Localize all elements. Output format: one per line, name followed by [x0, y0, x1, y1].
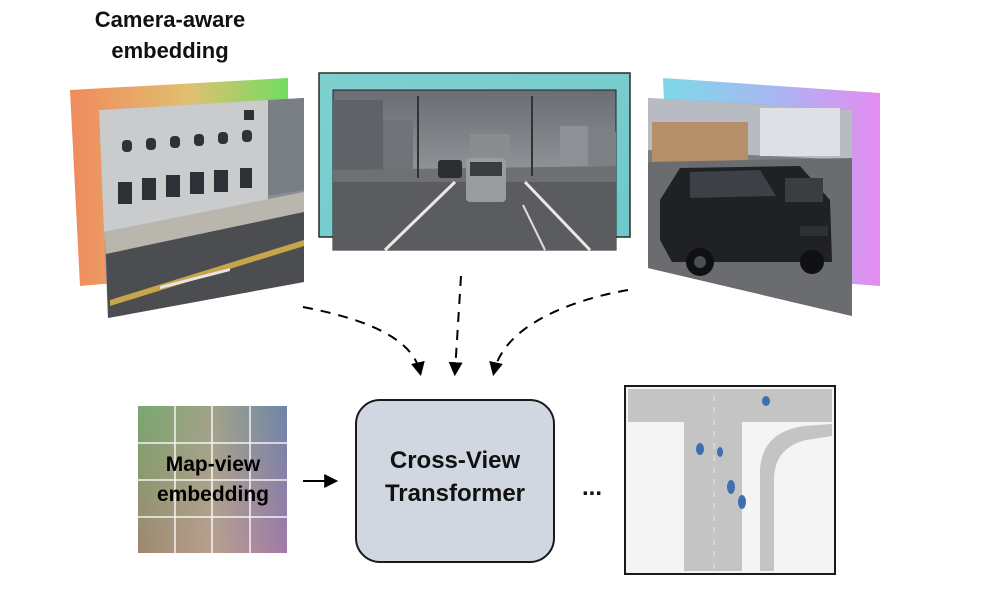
center-camera-image [332, 89, 617, 252]
left-dashed-arrow [302, 306, 425, 377]
map-view-label-line1: Map-view [165, 453, 261, 476]
map-view-embedding-label: Map-view embedding [138, 450, 288, 510]
bev-vehicles [696, 396, 770, 509]
right-camera-image [648, 98, 852, 316]
map-view-embedding [138, 406, 287, 553]
map-view-grid-lines [138, 406, 287, 553]
right-camera-view [648, 78, 880, 316]
ellipsis: ... [581, 474, 602, 501]
center-camera-view [318, 72, 631, 252]
map-view-label-line2: embedding [156, 483, 269, 506]
cross-view-transformer-block [355, 399, 555, 563]
camera-aware-embedding-title: Camera-aware embedding [70, 4, 270, 66]
bev-output-map [624, 385, 836, 575]
left-camera-view [70, 78, 304, 318]
camera-aware-title-line2: embedding [111, 38, 229, 63]
center-dashed-arrow [448, 275, 463, 377]
camera-aware-title-line1: Camera-aware [94, 7, 246, 32]
right-dashed-arrow [489, 289, 629, 377]
transformer-label-line2: Transformer [384, 480, 526, 507]
left-camera-image [99, 98, 304, 318]
transformer-label-line1: Cross-View [389, 447, 521, 474]
cross-view-transformer-label: Cross-View Transformer [356, 444, 554, 510]
